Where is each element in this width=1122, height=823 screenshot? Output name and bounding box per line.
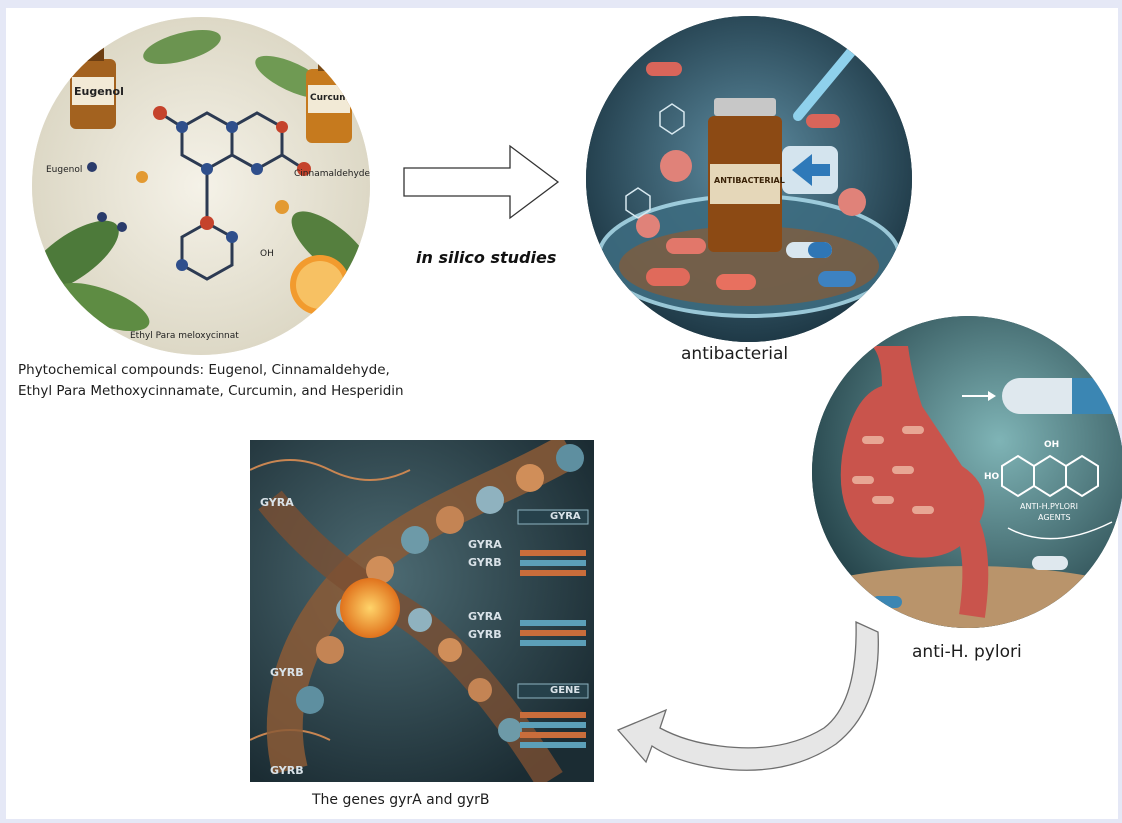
ethyl-label: Ethyl Para meloxycinnat bbox=[130, 331, 239, 341]
process-label: in silico studies bbox=[416, 248, 556, 267]
right-arrow-icon bbox=[402, 144, 562, 220]
dna-label-gyra-2: GYRA bbox=[468, 538, 502, 551]
dna-label-gyrb-1: GYRB bbox=[468, 556, 502, 569]
hpylori-image: HO OH ANTI-H.PYLORI AGENTS bbox=[812, 316, 1122, 628]
curved-arrow-icon bbox=[606, 618, 896, 778]
dna-label-gyrb-4: GYRB bbox=[270, 764, 304, 777]
phytochemical-caption-line2: Ethyl Para Methoxycinnamate, Curcumin, a… bbox=[18, 381, 438, 402]
diagram-canvas: Eugenol Curcumin Eugenol Cinnamaldehyde … bbox=[6, 8, 1118, 819]
phytochemical-caption: Phytochemical compounds: Eugenol, Cinnam… bbox=[18, 360, 438, 402]
antibacterial-bottle-label: ANTIBACTERIAL bbox=[714, 176, 785, 185]
phytochemical-image: Eugenol Curcumin Eugenol Cinnamaldehyde … bbox=[32, 17, 370, 355]
agent-label-line2: AGENTS bbox=[1038, 513, 1071, 522]
oh-label: OH bbox=[260, 249, 274, 259]
phytochemical-caption-line1: Phytochemical compounds: Eugenol, Cinnam… bbox=[18, 360, 438, 381]
agent-label-line1: ANTI-H.PYLORI bbox=[1020, 502, 1078, 511]
antibacterial-caption: antibacterial bbox=[681, 344, 788, 364]
antibacterial-image: ANTIBACTERIAL bbox=[586, 16, 912, 342]
cinnamaldehyde-label: Cinnamaldehyde bbox=[294, 169, 370, 179]
genes-caption: The genes gyrA and gyrB bbox=[312, 792, 490, 808]
panel-gene-label: GENE bbox=[550, 685, 580, 696]
panel-gyra-label: GYRA bbox=[550, 511, 581, 522]
curcumin-bottle-label: Curcumin bbox=[310, 93, 358, 103]
eugenol-label: Eugenol bbox=[46, 165, 82, 175]
ho-label: HO bbox=[984, 472, 999, 482]
oh-label-hpylori: OH bbox=[1044, 440, 1059, 450]
dna-label-gyrb-2: GYRB bbox=[468, 628, 502, 641]
dna-label-gyrb-3: GYRB bbox=[270, 666, 304, 679]
hpylori-caption: anti-H. pylori bbox=[912, 642, 1022, 662]
dna-label-gyra-1: GYRA bbox=[260, 496, 294, 509]
dna-image: GYRA GYRA GYRB GYRA GYRB GYRB GYRB GYRA … bbox=[250, 440, 594, 782]
dna-label-gyra-3: GYRA bbox=[468, 610, 502, 623]
eugenol-bottle-label: Eugenol bbox=[74, 85, 124, 98]
